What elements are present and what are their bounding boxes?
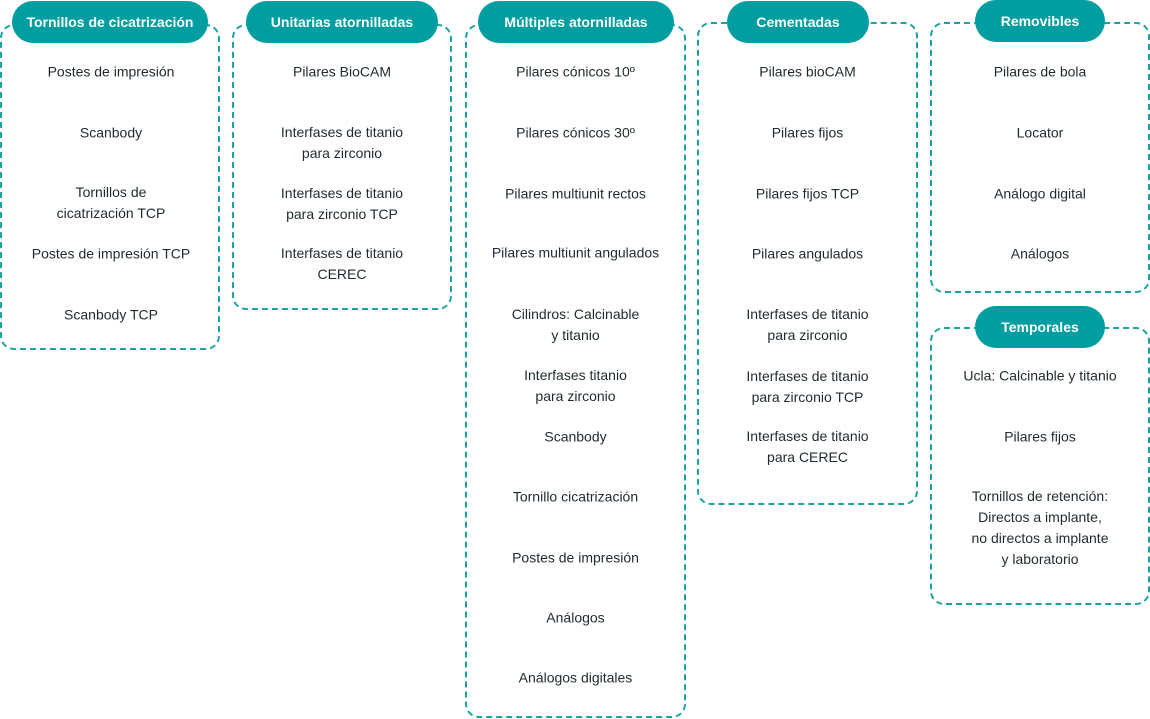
- list-item: Interfases de titanio para CEREC: [746, 428, 869, 465]
- list-item: Análogos: [1010, 245, 1070, 262]
- list-item: Pilares angulados: [751, 245, 864, 262]
- list-item: Interfases titanio para zirconio: [524, 367, 627, 404]
- group-title-unitarias-atornilladas: Unitarias atornilladas: [246, 1, 438, 43]
- list-item: Análogos: [546, 609, 605, 626]
- list-item: Scanbody: [79, 124, 143, 141]
- list-item: Interfases de titanio para zirconio: [280, 124, 404, 161]
- list-item: Postes de impresión: [512, 549, 639, 566]
- list-item: Postes de impresión: [47, 63, 175, 80]
- list-item: Pilares cónicos 10º: [516, 63, 635, 80]
- list-item: Pilares fijos: [771, 124, 844, 141]
- list-item: Pilares multiunit rectos: [505, 185, 646, 202]
- list-item: Pilares multiunit angulados: [491, 244, 660, 261]
- list-item: Tornillo cicatrización: [512, 488, 639, 505]
- list-item: Análogo digital: [994, 185, 1086, 202]
- list-item: Pilares de bola: [993, 63, 1087, 80]
- list-item: Interfases de titanio para zirconio: [746, 306, 869, 343]
- group-title-multiples-atornilladas: Múltiples atornilladas: [478, 1, 674, 43]
- list-item: Postes de impresión TCP: [31, 245, 191, 262]
- group-title-temporales: Temporales: [975, 306, 1105, 348]
- list-item: Cilindros: Calcinable y titanio: [511, 306, 640, 343]
- list-item: Interfases de titanio para zirconio TCP: [746, 368, 869, 405]
- list-item: Pilares cónicos 30º: [516, 124, 635, 141]
- group-title-removibles: Removibles: [975, 0, 1105, 42]
- list-item: Pilares fijos: [1004, 428, 1076, 445]
- list-item: Ucla: Calcinable y titanio: [963, 367, 1117, 384]
- list-item: Interfases de titanio CEREC: [280, 245, 404, 282]
- list-item: Pilares BioCAM: [292, 63, 392, 80]
- list-item: Pilares bioCAM: [759, 63, 856, 80]
- list-item: Pilares fijos TCP: [755, 185, 860, 202]
- list-item: Tornillos de retención: Directos a impla…: [971, 488, 1109, 567]
- group-title-tornillos-cicatrizacion: Tornillos de cicatrización: [12, 1, 208, 43]
- list-item: Scanbody: [544, 428, 607, 445]
- list-item: Tornillos de cicatrización TCP: [56, 184, 166, 221]
- list-item: Scanbody TCP: [64, 306, 158, 323]
- list-item: Locator: [1016, 124, 1064, 141]
- list-item: Interfases de titanio para zirconio TCP: [280, 185, 404, 222]
- group-title-cementadas: Cementadas: [727, 1, 869, 43]
- list-item: Análogos digitales: [518, 669, 633, 686]
